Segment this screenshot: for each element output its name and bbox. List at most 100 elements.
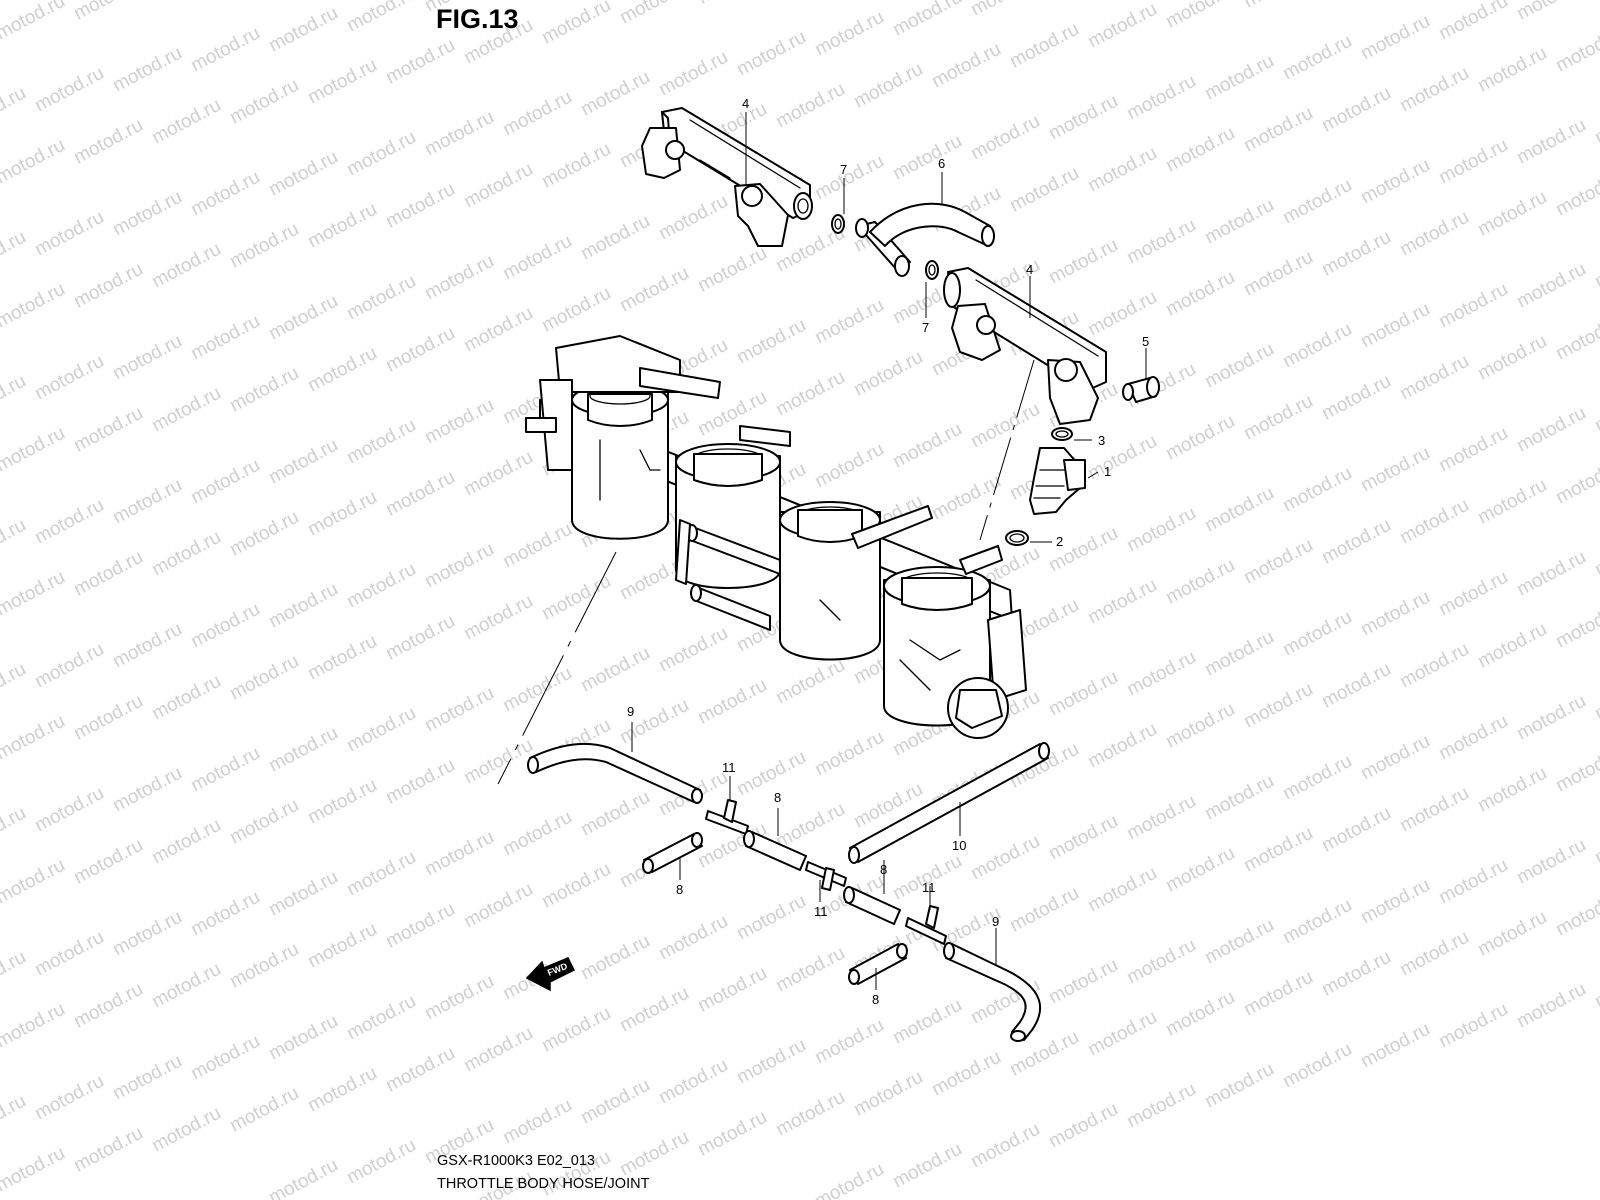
watermark-text: motod.ru xyxy=(226,75,302,129)
watermark-text: motod.ru xyxy=(265,1155,341,1200)
watermark-text: motod.ru xyxy=(148,95,224,149)
watermark-text: motod.ru xyxy=(1474,187,1550,241)
watermark-text: motod.ru xyxy=(1396,351,1472,405)
fuel-joint-pipe xyxy=(855,202,995,277)
watermark-text: motod.ru xyxy=(1045,91,1121,145)
part-number-11-b: 11 xyxy=(814,904,828,919)
part-number-2: 2 xyxy=(1056,534,1063,549)
watermark-text: motod.ru xyxy=(1084,575,1160,629)
watermark-text: motod.ru xyxy=(850,1067,926,1121)
watermark-text: motod.ru xyxy=(0,0,69,44)
watermark-text: motod.ru xyxy=(31,207,107,261)
watermark-text: motod.ru xyxy=(616,695,692,749)
watermark-text: motod.ru xyxy=(1279,31,1355,85)
watermark-text: motod.ru xyxy=(109,187,185,241)
watermark-text: motod.ru xyxy=(655,191,731,245)
watermark-text: motod.ru xyxy=(772,1087,848,1141)
watermark-text: motod.ru xyxy=(538,859,614,913)
watermark-text: motod.ru xyxy=(1084,863,1160,917)
watermark-text: motod.ru xyxy=(1591,95,1600,149)
watermark-text: motod.ru xyxy=(421,539,497,593)
watermark-text: motod.ru xyxy=(1045,955,1121,1009)
watermark-text: motod.ru xyxy=(148,671,224,725)
part-number-11-a: 11 xyxy=(722,760,736,775)
watermark-text: motod.ru xyxy=(577,211,653,265)
watermark-text: motod.ru xyxy=(1357,299,1433,353)
watermark-text: motod.ru xyxy=(1123,647,1199,701)
hose-9-left xyxy=(527,742,703,804)
watermark-text: motod.ru xyxy=(265,1011,341,1065)
watermark-text: motod.ru xyxy=(967,111,1043,165)
watermark-text: motod.ru xyxy=(1552,167,1600,221)
watermark-text: motod.ru xyxy=(31,351,107,405)
watermark-text: motod.ru xyxy=(1474,475,1550,529)
watermark-text: motod.ru xyxy=(226,795,302,849)
watermark-text: motod.ru xyxy=(1552,23,1600,77)
watermark-text: motod.ru xyxy=(460,879,536,933)
watermark-text: motod.ru xyxy=(577,643,653,697)
watermark-text: motod.ru xyxy=(148,815,224,869)
watermark-text: motod.ru xyxy=(1513,259,1589,313)
watermark-text: motod.ru xyxy=(460,1023,536,1077)
watermark-text: motod.ru xyxy=(1123,215,1199,269)
watermark-text: motod.ru xyxy=(1084,287,1160,341)
watermark-text: motod.ru xyxy=(343,271,419,325)
figure-name: THROTTLE BODY HOSE/JOINT xyxy=(437,1176,650,1192)
watermark-text: motod.ru xyxy=(187,455,263,509)
watermark-text: motod.ru xyxy=(1435,567,1511,621)
watermark-text: motod.ru xyxy=(811,1015,887,1069)
watermark-text: motod.ru xyxy=(1591,959,1600,1013)
part-number-8-d: 8 xyxy=(872,992,879,1007)
watermark-text: motod.ru xyxy=(1396,927,1472,981)
o-ring-3 xyxy=(1051,427,1073,441)
watermark-text: motod.ru xyxy=(1552,743,1600,797)
watermark-text: motod.ru xyxy=(109,907,185,961)
watermark-text: motod.ru xyxy=(265,147,341,201)
watermark-text: motod.ru xyxy=(460,591,536,645)
watermark-text: motod.ru xyxy=(70,115,146,169)
watermark-text: motod.ru xyxy=(1162,267,1238,321)
part-number-9-left: 9 xyxy=(627,704,634,719)
part-number-8-b: 8 xyxy=(676,882,683,897)
watermark-text: motod.ru xyxy=(421,827,497,881)
watermark-text: motod.ru xyxy=(811,439,887,493)
watermark-text: motod.ru xyxy=(304,775,380,829)
part-number-5: 5 xyxy=(1142,334,1149,349)
watermark-text: motod.ru xyxy=(226,651,302,705)
watermark-text: motod.ru xyxy=(733,27,809,81)
part-number-3: 3 xyxy=(1098,433,1105,448)
watermark-text: motod.ru xyxy=(0,371,30,425)
watermark-text: motod.ru xyxy=(1279,607,1355,661)
watermark-text: motod.ru xyxy=(694,675,770,729)
watermark-text: motod.ru xyxy=(1279,463,1355,517)
watermark-text: motod.ru xyxy=(109,475,185,529)
watermark-text: motod.ru xyxy=(460,447,536,501)
throttle-body-assembly xyxy=(525,335,1027,739)
watermark-text: motod.ru xyxy=(304,631,380,685)
hose-10 xyxy=(848,742,1050,864)
watermark-text: motod.ru xyxy=(382,35,458,89)
watermark-text: motod.ru xyxy=(304,919,380,973)
watermark-text: motod.ru xyxy=(1513,835,1589,889)
watermark-text: motod.ru xyxy=(148,527,224,581)
watermark-text: motod.ru xyxy=(0,279,69,333)
watermark-text: motod.ru xyxy=(343,703,419,757)
watermark-text: motod.ru xyxy=(538,1003,614,1057)
watermark-text: motod.ru xyxy=(1162,843,1238,897)
watermark-text: motod.ru xyxy=(889,851,965,905)
hose-8-c xyxy=(843,886,901,925)
watermark-text: motod.ru xyxy=(1435,135,1511,189)
watermark-text: motod.ru xyxy=(460,15,536,69)
watermark-text: motod.ru xyxy=(889,1139,965,1193)
watermark-text: motod.ru xyxy=(1279,751,1355,805)
watermark-text: motod.ru xyxy=(694,0,770,8)
watermark-text: motod.ru xyxy=(1201,483,1277,537)
fuel-delivery-pipe-upper xyxy=(641,107,813,247)
watermark-text: motod.ru xyxy=(226,363,302,417)
watermark-text: motod.ru xyxy=(1201,51,1277,105)
watermark-text: motod.ru xyxy=(265,723,341,777)
watermark-text: motod.ru xyxy=(1162,123,1238,177)
watermark-text: motod.ru xyxy=(265,579,341,633)
watermark-text: motod.ru xyxy=(1045,1099,1121,1153)
watermark-text: motod.ru xyxy=(1591,527,1600,581)
